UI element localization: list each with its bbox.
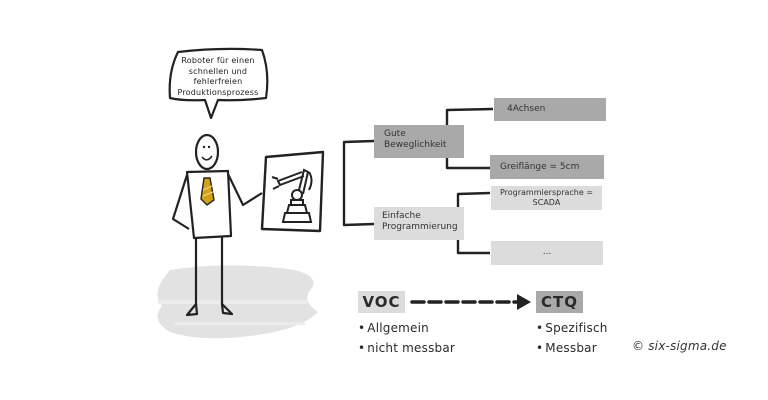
bubble-line: fehlerfreien [193,77,243,86]
branch-label: Gute [384,129,406,139]
ctq-bullet: Messbar [536,341,597,355]
ctq-bullet: Spezifisch [536,321,608,335]
speech-bubble-text: Roboter für einen schnellen und fehlerfr… [172,56,264,98]
branch-label: Programmierung [382,222,458,232]
branch-label: Beweglichkeit [384,140,447,150]
leaf-label: ... [542,247,552,257]
voc-label: VOC [358,291,405,313]
leaf-4achsen: 4Achsen [494,98,606,121]
left-foot [185,302,199,317]
leaf-ellipsis: ... [491,241,603,265]
leaf-greiflaenge: Greiflänge = 5cm [490,155,604,179]
left-arm [171,174,190,230]
leaf-label: Greiflänge = 5cm [500,162,580,172]
leaf-label: Programmiersprache = [499,188,594,197]
smile [201,155,213,161]
copyright-notice: © six-sigma.de [632,339,727,353]
voc-bullet: Allgemein [358,321,429,335]
leaf-label: SCADA [532,198,561,207]
ctq-label: CTQ [536,291,583,313]
right-arm [227,173,263,207]
tie [200,177,215,206]
bubble-line: Produktionsprozess [177,87,259,97]
tree-connectors [342,107,494,255]
branch-gute-beweglichkeit: Gute Beweglichkeit [374,125,464,158]
right-foot [220,302,234,316]
leaf-label: 4Achsen [507,104,546,114]
robot-arm-icon [271,168,313,223]
voc-to-ctq-arrow [410,294,531,310]
voc-bullet: nicht messbar [358,341,455,355]
eye-icon [207,145,211,149]
bubble-line: schnellen und [188,66,248,76]
leaf-programmiersprache: Programmiersprache = SCADA [491,186,602,210]
bubble-line: Roboter für einen [181,56,255,65]
speech-bubble [168,47,269,120]
figure-body [185,169,233,240]
figure-head [194,133,220,171]
ground-shadow [157,265,318,339]
branch-einfache-programmierung: Einfache Programmierung [374,207,464,240]
eye-icon [202,145,206,149]
branch-label: Einfache [382,211,421,221]
